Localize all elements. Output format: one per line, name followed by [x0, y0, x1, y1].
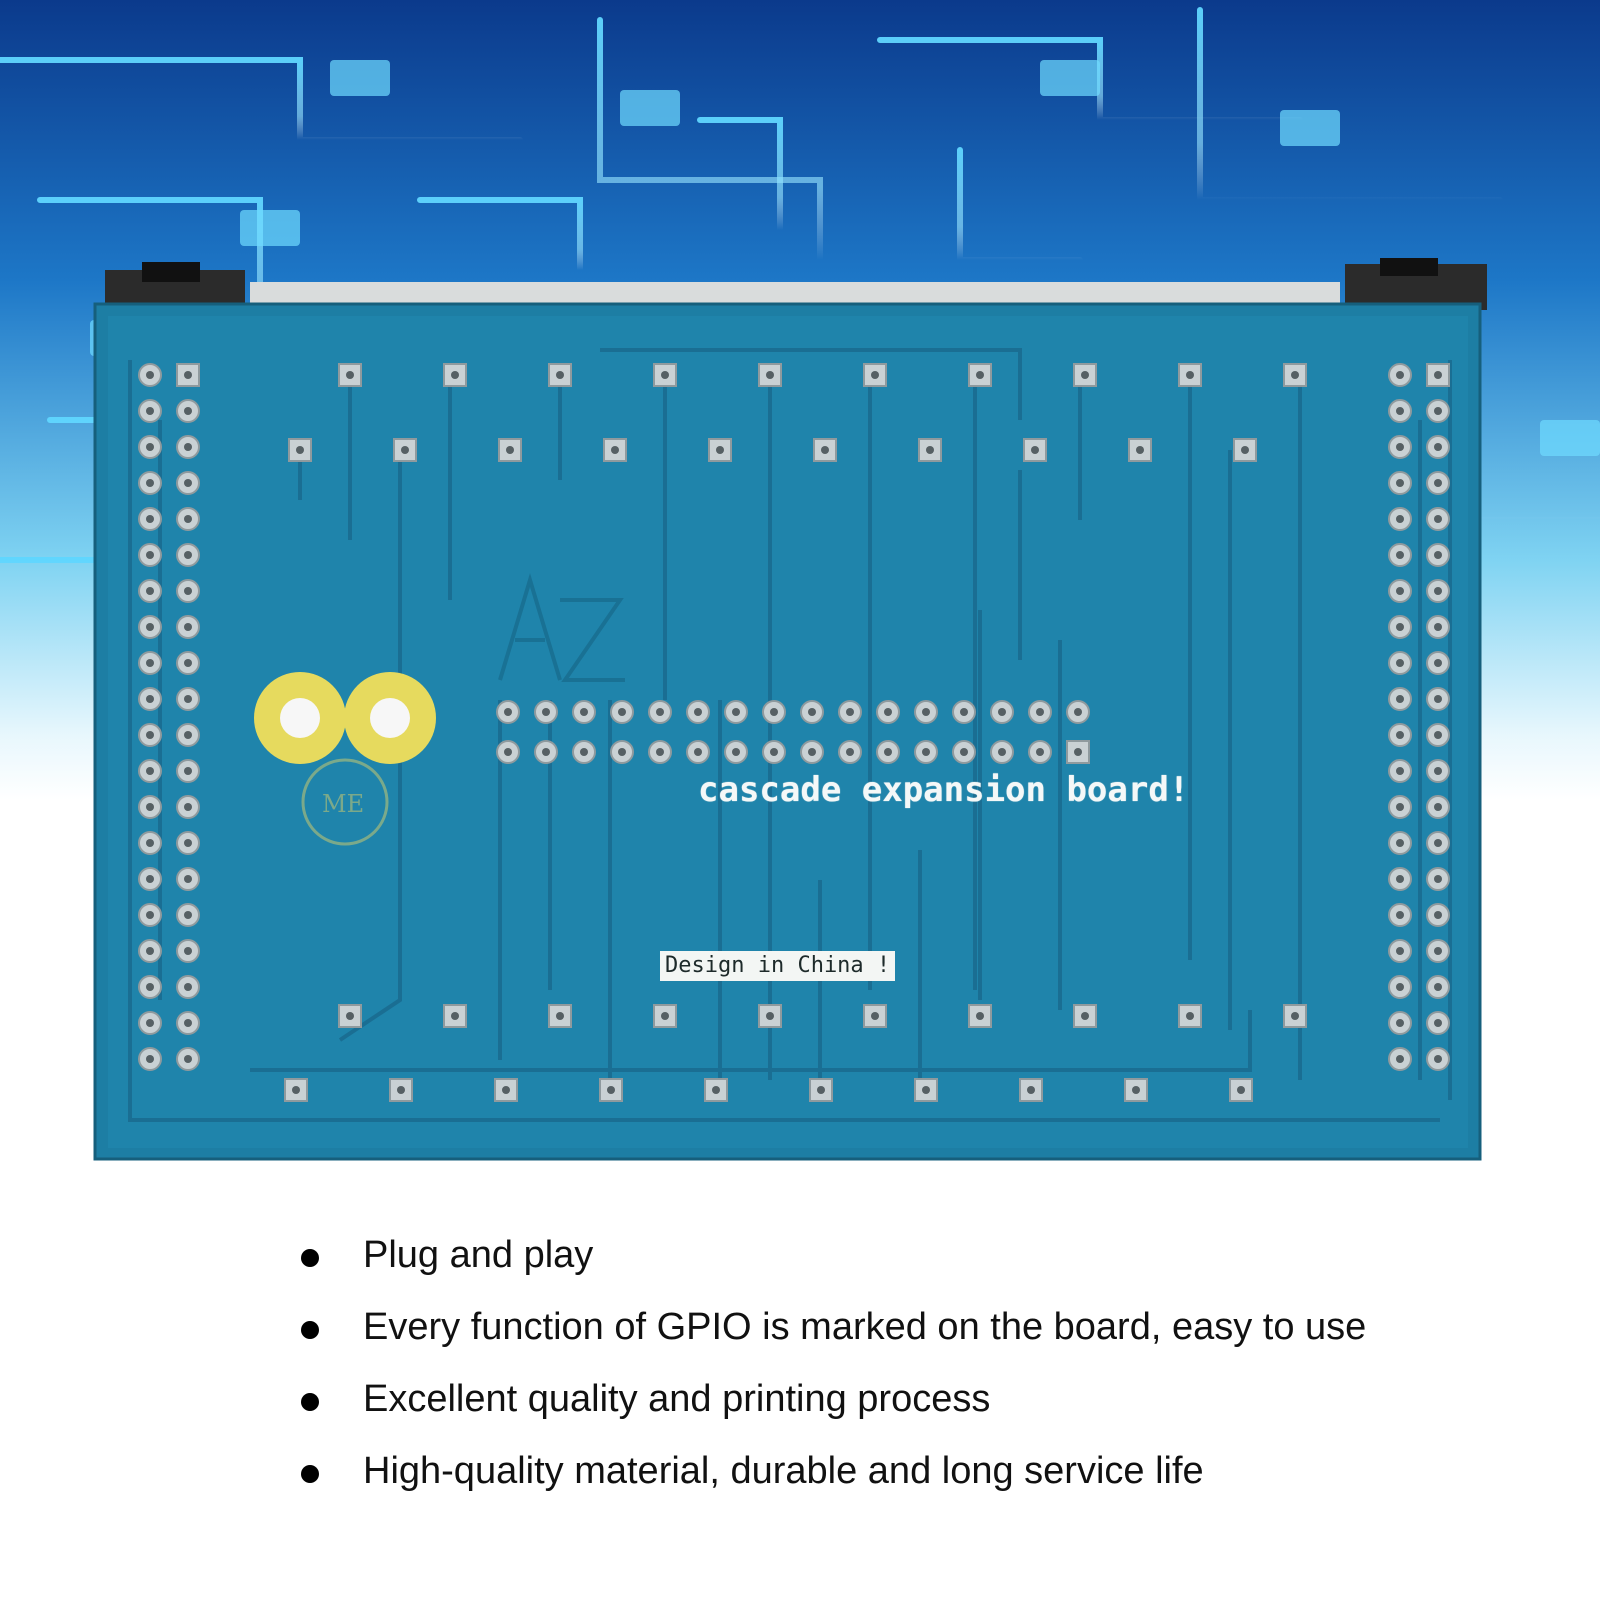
board-silkscreen-title: cascade expansion board! [698, 770, 1190, 810]
feature-text: High-quality material, durable and long … [363, 1450, 1204, 1492]
feature-text: Plug and play [363, 1234, 594, 1276]
pcb-board-image: ME [93, 258, 1487, 1161]
az-logo [498, 573, 625, 682]
header-connector-right [1345, 258, 1487, 310]
me-logo: ME [301, 758, 389, 846]
bullet-icon [301, 1249, 319, 1267]
bullet-icon [301, 1393, 319, 1411]
bullet-icon [301, 1465, 319, 1483]
mounting-holes [254, 672, 436, 764]
feature-item: Excellent quality and printing process [295, 1379, 1366, 1451]
feature-item: Every function of GPIO is marked on the … [295, 1307, 1366, 1379]
header-strip [250, 282, 1340, 306]
feature-item: High-quality material, durable and long … [295, 1451, 1366, 1523]
bullet-icon [301, 1321, 319, 1339]
feature-list: Plug and play Every function of GPIO is … [295, 1235, 1366, 1523]
board-silkscreen-tag: Design in China ! [660, 951, 896, 981]
svg-text:ME: ME [322, 790, 364, 818]
feature-text: Excellent quality and printing process [363, 1378, 991, 1420]
feature-item: Plug and play [295, 1235, 1366, 1307]
feature-text: Every function of GPIO is marked on the … [363, 1306, 1367, 1348]
